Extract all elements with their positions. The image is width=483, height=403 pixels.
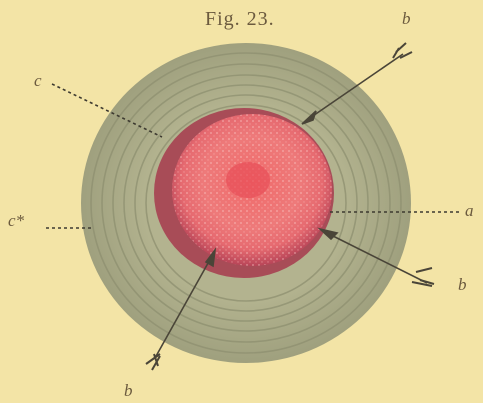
label-c-star: c*: [8, 212, 24, 229]
label-b-top: b: [402, 10, 411, 27]
label-b-bottom: b: [124, 382, 133, 399]
label-a: a: [465, 202, 474, 219]
figure-caption: Fig. 23.: [205, 8, 275, 31]
core-center: [226, 162, 270, 198]
label-b-right: b: [458, 276, 467, 293]
label-c: c: [34, 72, 42, 89]
